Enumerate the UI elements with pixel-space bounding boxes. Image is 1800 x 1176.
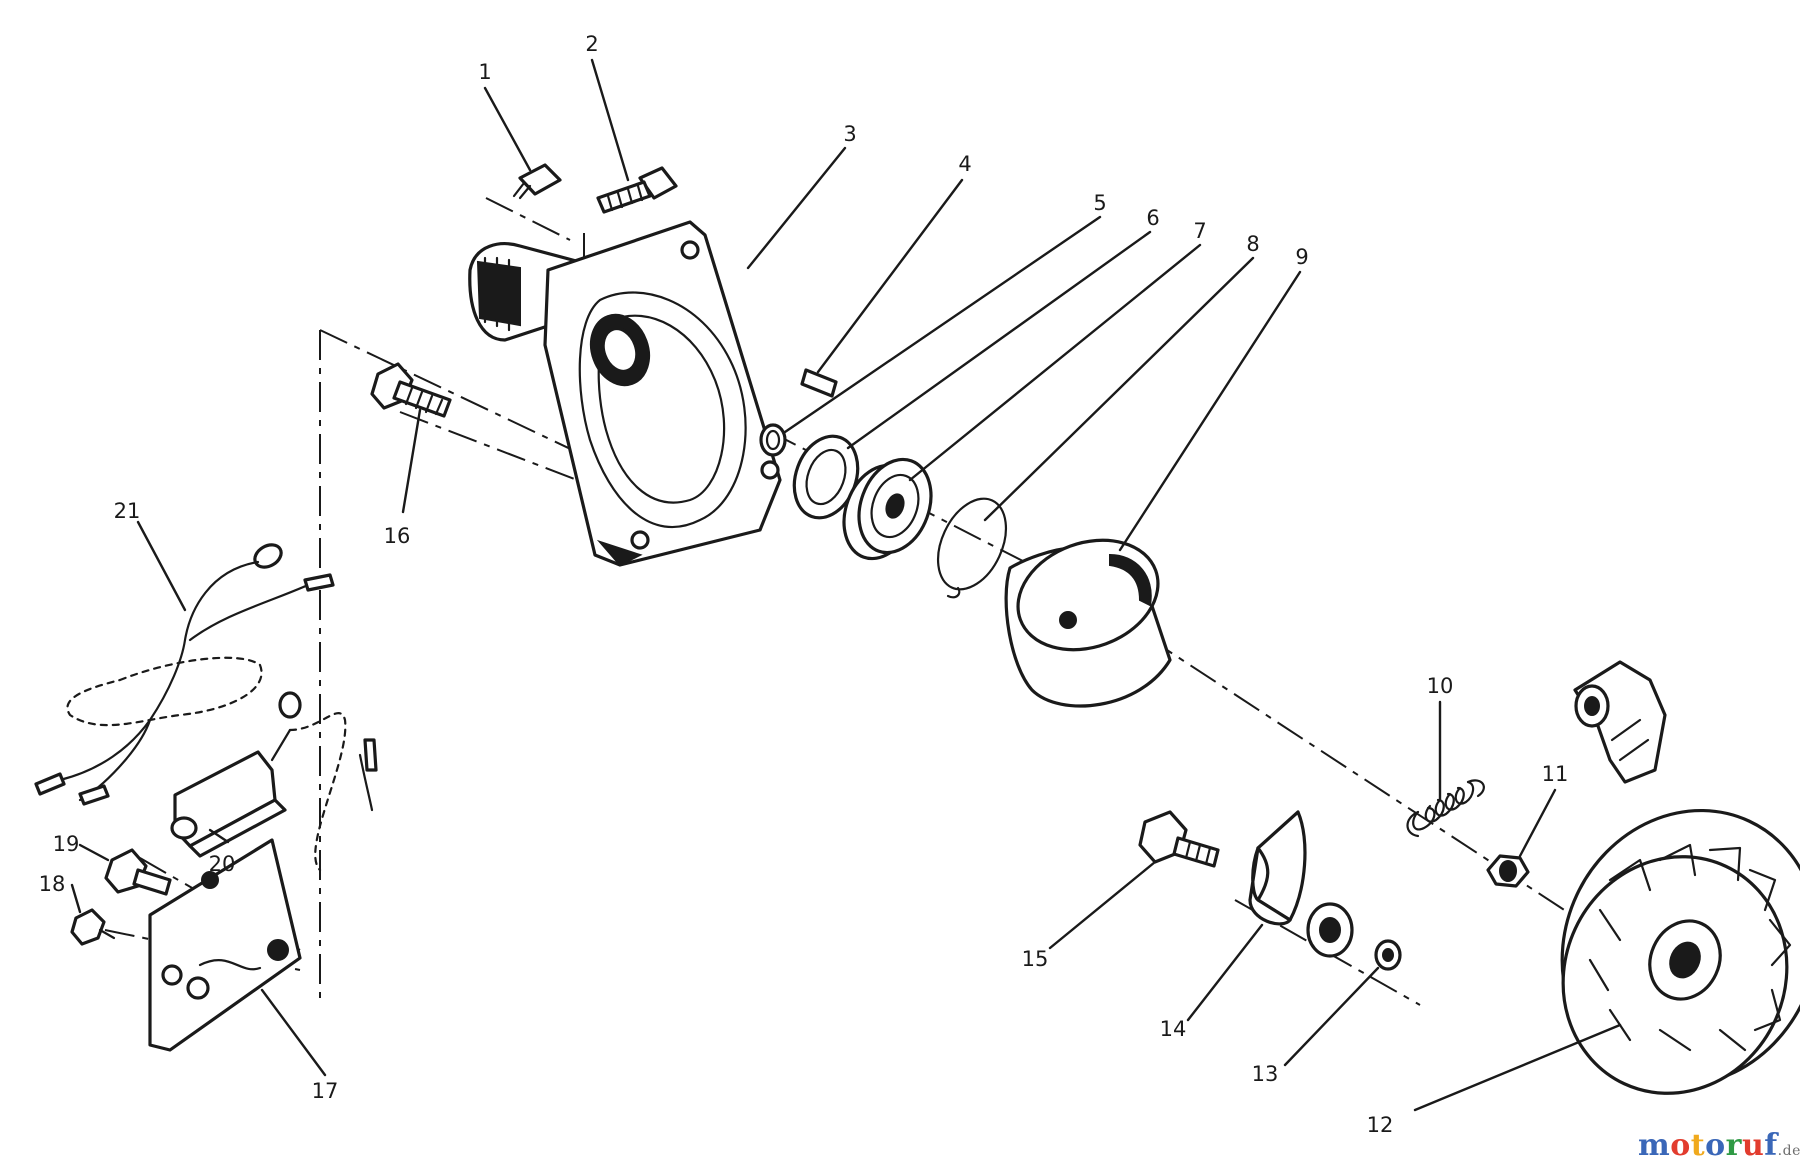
callout-6: 6 <box>1146 206 1159 230</box>
callout-4: 4 <box>958 152 971 176</box>
spring <box>1406 779 1485 838</box>
retaining-ring <box>936 497 1008 599</box>
motoruf-logo: motoruf.de <box>1638 1128 1800 1163</box>
logo-letter: f <box>1764 1128 1778 1163</box>
screw-2 <box>596 166 678 214</box>
callout-16: 16 <box>384 524 411 548</box>
callout-3: 3 <box>843 122 856 146</box>
clutch-shoe <box>1248 810 1354 958</box>
clutch-shoe-upper <box>1573 660 1667 784</box>
small-washer <box>1374 939 1402 971</box>
logo-letter: r <box>1725 1128 1742 1163</box>
clutch-housing <box>468 220 782 567</box>
logo-letter: t <box>1690 1128 1706 1163</box>
pin <box>800 368 838 398</box>
callout-19: 19 <box>53 832 80 856</box>
callout-13: 13 <box>1252 1062 1279 1086</box>
bracket-plate <box>148 838 302 1052</box>
callout-1: 1 <box>478 60 491 84</box>
callout-8: 8 <box>1246 232 1259 256</box>
callout-10: 10 <box>1427 674 1454 698</box>
screw-18 <box>70 908 116 946</box>
callout-5: 5 <box>1093 191 1106 215</box>
logo-letter: o <box>1670 1128 1691 1163</box>
screw-19 <box>104 848 172 896</box>
leader-lines <box>70 58 1622 1112</box>
clutch-drum <box>1004 538 1172 708</box>
screw-1 <box>512 163 562 200</box>
callout-labels: 1 2 3 4 5 6 7 8 9 10 11 12 13 14 15 16 1… <box>39 32 1569 1137</box>
ignition-module <box>170 691 302 858</box>
callout-11: 11 <box>1542 762 1569 786</box>
callout-2: 2 <box>585 32 598 56</box>
snap-ring <box>759 423 787 457</box>
logo-letter: u <box>1741 1128 1765 1163</box>
logo-letter: m <box>1638 1128 1671 1163</box>
callout-15: 15 <box>1022 947 1049 971</box>
callout-14: 14 <box>1160 1017 1187 1041</box>
callout-21: 21 <box>114 499 141 523</box>
nut <box>1486 854 1530 888</box>
callout-9: 9 <box>1295 245 1308 269</box>
callout-7: 7 <box>1193 219 1206 243</box>
logo-tld: .de <box>1777 1143 1800 1159</box>
ball-bearing <box>842 457 933 561</box>
callout-17: 17 <box>312 1079 339 1103</box>
assembly-axes <box>104 197 1741 1026</box>
wire-harness <box>34 543 378 872</box>
callout-18: 18 <box>39 872 66 896</box>
callout-20: 20 <box>209 852 236 876</box>
flywheel <box>1560 808 1800 1095</box>
shoulder-bolt <box>1138 810 1220 868</box>
logo-letter: o <box>1705 1128 1726 1163</box>
bolt-16 <box>370 362 452 418</box>
washer <box>792 434 860 520</box>
callout-12: 12 <box>1367 1113 1394 1137</box>
